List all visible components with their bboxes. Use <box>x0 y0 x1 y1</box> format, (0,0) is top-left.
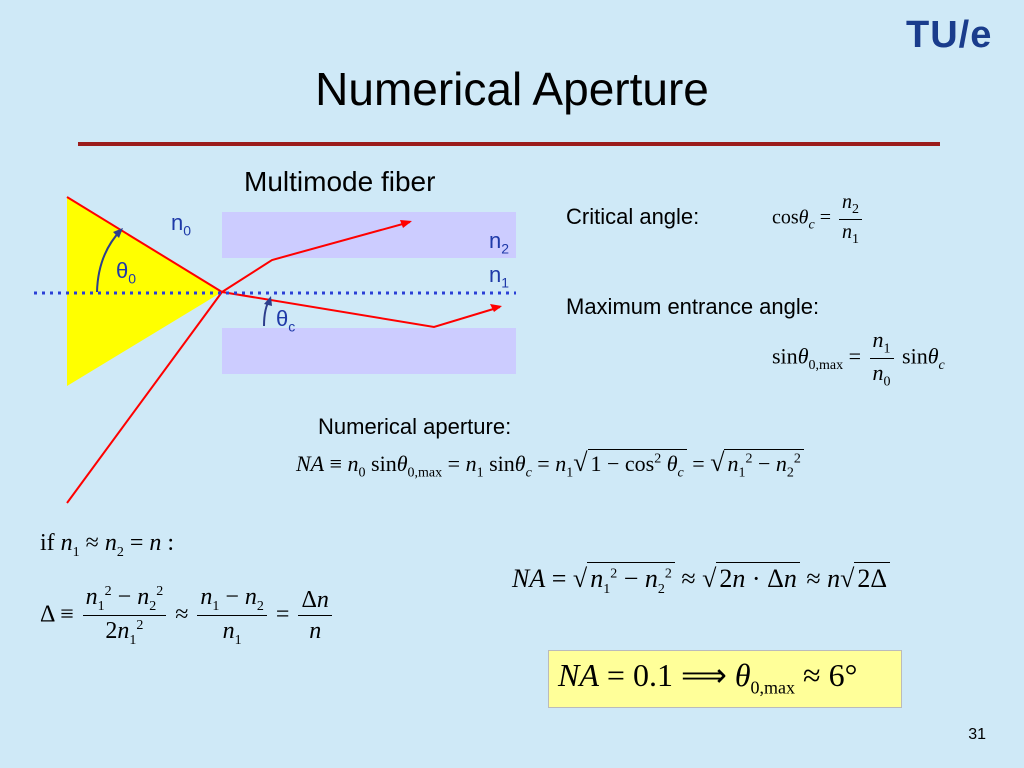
page-number: 31 <box>968 726 986 743</box>
refracted-ray-upper <box>221 221 411 293</box>
n1-label: n1 <box>489 262 510 291</box>
acceptance-cone <box>67 197 222 386</box>
fiber-diagram <box>34 196 516 504</box>
thetac-label: θc <box>276 306 296 335</box>
arrowhead-upper <box>400 220 412 228</box>
title-divider <box>78 142 940 146</box>
numerical-aperture-equation: NA ≡ n0 sinθ0,max = n1 sinθc = n1√1 − co… <box>296 448 804 482</box>
n0-label: n0 <box>171 210 192 239</box>
slide-title: Numerical Aperture <box>315 63 709 115</box>
max-entrance-angle-label: Maximum entrance angle: <box>566 294 820 319</box>
theta0-label: θ0 <box>116 258 137 287</box>
example-highlight-box <box>548 650 902 708</box>
thetac-arrowhead <box>264 296 272 306</box>
na-approximation-equation: NA = √n12 − n22 ≈ √2n · Δn ≈ n√2Δ <box>512 562 891 599</box>
cladding-bottom <box>222 328 516 374</box>
diagram-caption: Multimode fiber <box>244 166 436 197</box>
n2-label: n2 <box>489 228 510 257</box>
example-equation: NA = 0.1 ⟹ θ0,max ≈ 6° <box>558 657 858 698</box>
numerical-aperture-label: Numerical aperture: <box>318 414 512 439</box>
critical-angle-label: Critical angle: <box>566 204 700 229</box>
cladding-top <box>222 212 516 258</box>
theta0-arrowhead <box>113 228 123 238</box>
refracted-ray-lower <box>221 291 501 329</box>
tue-logo: TU/e <box>906 14 993 56</box>
arrowhead-lower <box>490 304 502 312</box>
escaping-ray <box>66 291 223 504</box>
weak-guidance-condition: if n1 ≈ n2 = n : <box>40 530 175 560</box>
incident-ray-upper <box>66 196 223 293</box>
